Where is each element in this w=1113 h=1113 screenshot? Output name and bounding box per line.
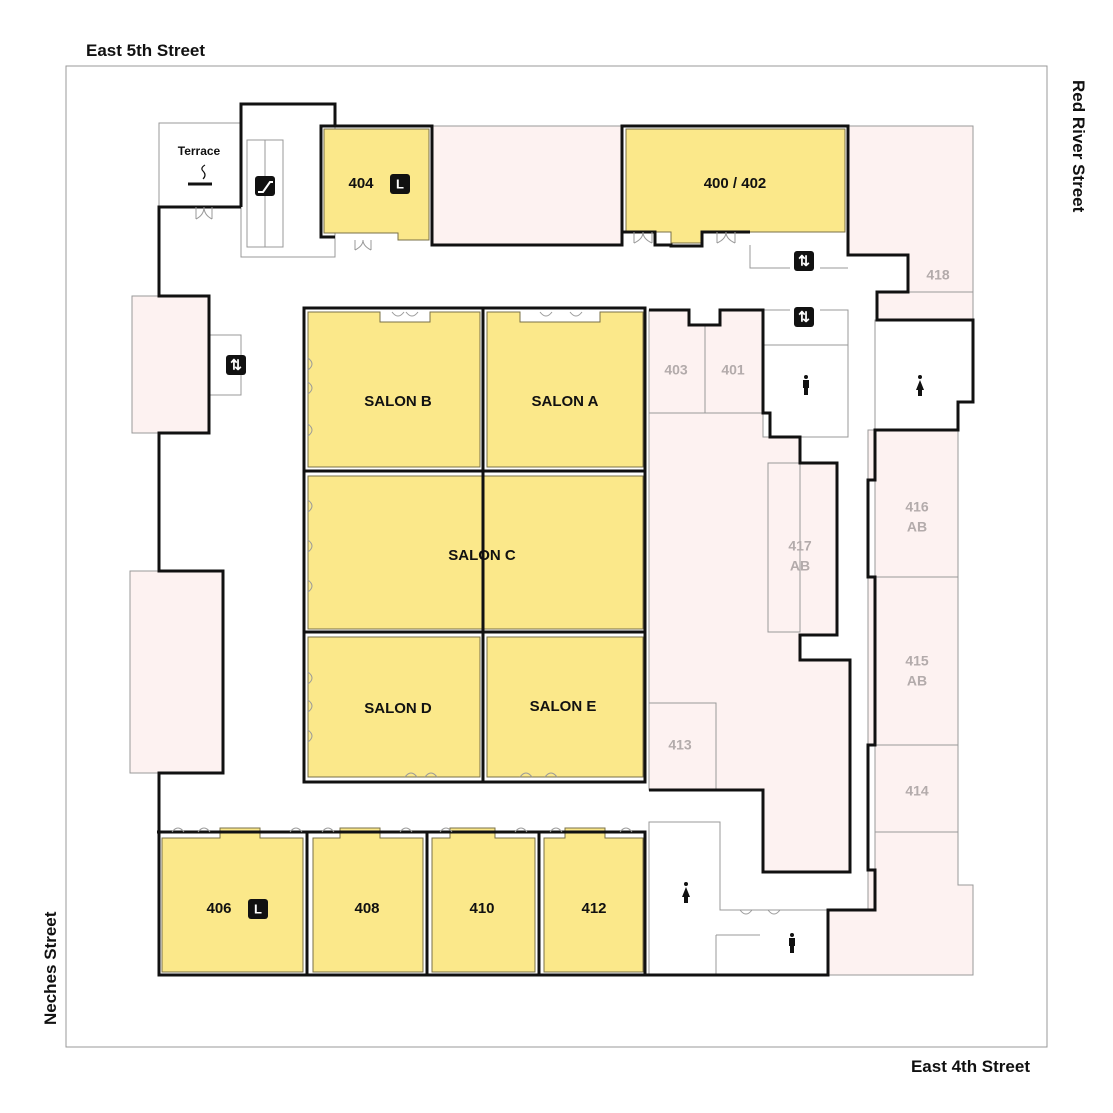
meeting-rooms	[161, 128, 846, 973]
salon-e-label: SALON E	[530, 698, 597, 715]
room-408[interactable]	[312, 827, 424, 973]
womens-restroom-icon	[916, 375, 924, 396]
room-415-sub: AB	[907, 673, 927, 689]
street-east: Red River Street	[1069, 80, 1088, 213]
room-418-label: 418	[926, 267, 950, 283]
room-404[interactable]	[323, 128, 430, 241]
salon-a[interactable]	[486, 311, 644, 468]
svg-text:L: L	[254, 901, 262, 916]
room-416-label: 416	[905, 499, 929, 515]
elevator-icon: ⇅	[226, 355, 246, 375]
elevator-icon: ⇅	[794, 307, 814, 327]
salon-c-label: SALON C	[448, 547, 516, 564]
doors	[171, 206, 781, 915]
mens-restroom-icon	[789, 933, 795, 953]
street-north: East 5th Street	[86, 41, 205, 60]
space-top-right	[847, 125, 974, 321]
room-413-label: 413	[668, 737, 692, 753]
terrace-label: Terrace	[178, 144, 221, 158]
salon-a-label: SALON A	[532, 393, 599, 410]
walls	[157, 102, 975, 977]
room-417-sub: AB	[790, 558, 810, 574]
room-404-label: 404	[348, 175, 374, 192]
escalator-icon	[255, 176, 275, 196]
salon-c[interactable]	[307, 475, 644, 630]
salon-d-label: SALON D	[364, 700, 432, 717]
room-416-sub: AB	[907, 519, 927, 535]
lounge-badge-404: L	[390, 174, 410, 194]
room-410-label: 410	[469, 900, 494, 917]
svg-text:L: L	[396, 176, 404, 191]
terrace	[158, 122, 242, 208]
street-south: East 4th Street	[911, 1057, 1030, 1076]
room-412-label: 412	[581, 900, 606, 917]
lounge-badge-406: L	[248, 899, 268, 919]
room-410[interactable]	[431, 827, 536, 973]
mens-restroom-icon	[803, 375, 809, 395]
space-top-middle	[431, 125, 623, 246]
space-left-upper	[131, 295, 210, 434]
salon-e[interactable]	[486, 636, 644, 778]
room-406[interactable]	[161, 827, 304, 973]
site-boundary	[65, 65, 1048, 1048]
room-406-label: 406	[206, 900, 231, 917]
street-west: Neches Street	[41, 911, 60, 1025]
svg-text:⇅: ⇅	[230, 357, 242, 373]
svg-text:⇅: ⇅	[798, 309, 810, 325]
smoking-icon	[188, 164, 212, 186]
room-415-label: 415	[905, 653, 929, 669]
room-417-label: 417	[788, 538, 812, 554]
salon-b-label: SALON B	[364, 393, 432, 410]
room-401-label: 401	[721, 362, 745, 378]
womens-restroom-icon	[682, 882, 690, 903]
salon-b[interactable]	[307, 311, 481, 468]
elevator-icon: ⇅	[794, 251, 814, 271]
room-408-label: 408	[354, 900, 379, 917]
room-403-label: 403	[664, 362, 688, 378]
room-412[interactable]	[543, 827, 644, 973]
room-414-label: 414	[905, 783, 929, 799]
svg-text:⇅: ⇅	[798, 253, 810, 269]
room-400-402-label: 400 / 402	[704, 175, 767, 192]
space-left-lower	[129, 570, 224, 774]
other-spaces	[129, 125, 974, 976]
